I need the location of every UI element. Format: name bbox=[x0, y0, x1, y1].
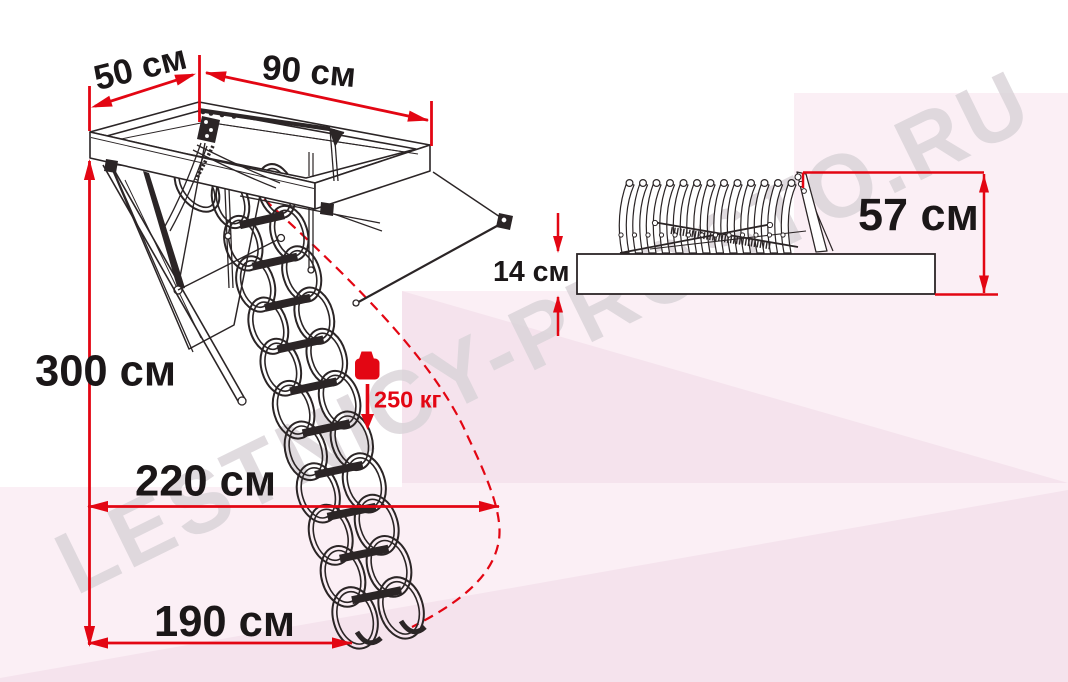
svg-text:220 см: 220 см bbox=[135, 458, 276, 506]
svg-text:57 см: 57 см bbox=[858, 189, 979, 240]
svg-text:300 см: 300 см bbox=[35, 348, 176, 396]
svg-text:14 см: 14 см bbox=[493, 256, 570, 288]
svg-text:90 см: 90 см bbox=[260, 48, 357, 95]
svg-text:250 кг: 250 кг bbox=[374, 387, 441, 413]
svg-text:190 см: 190 см bbox=[154, 598, 295, 646]
